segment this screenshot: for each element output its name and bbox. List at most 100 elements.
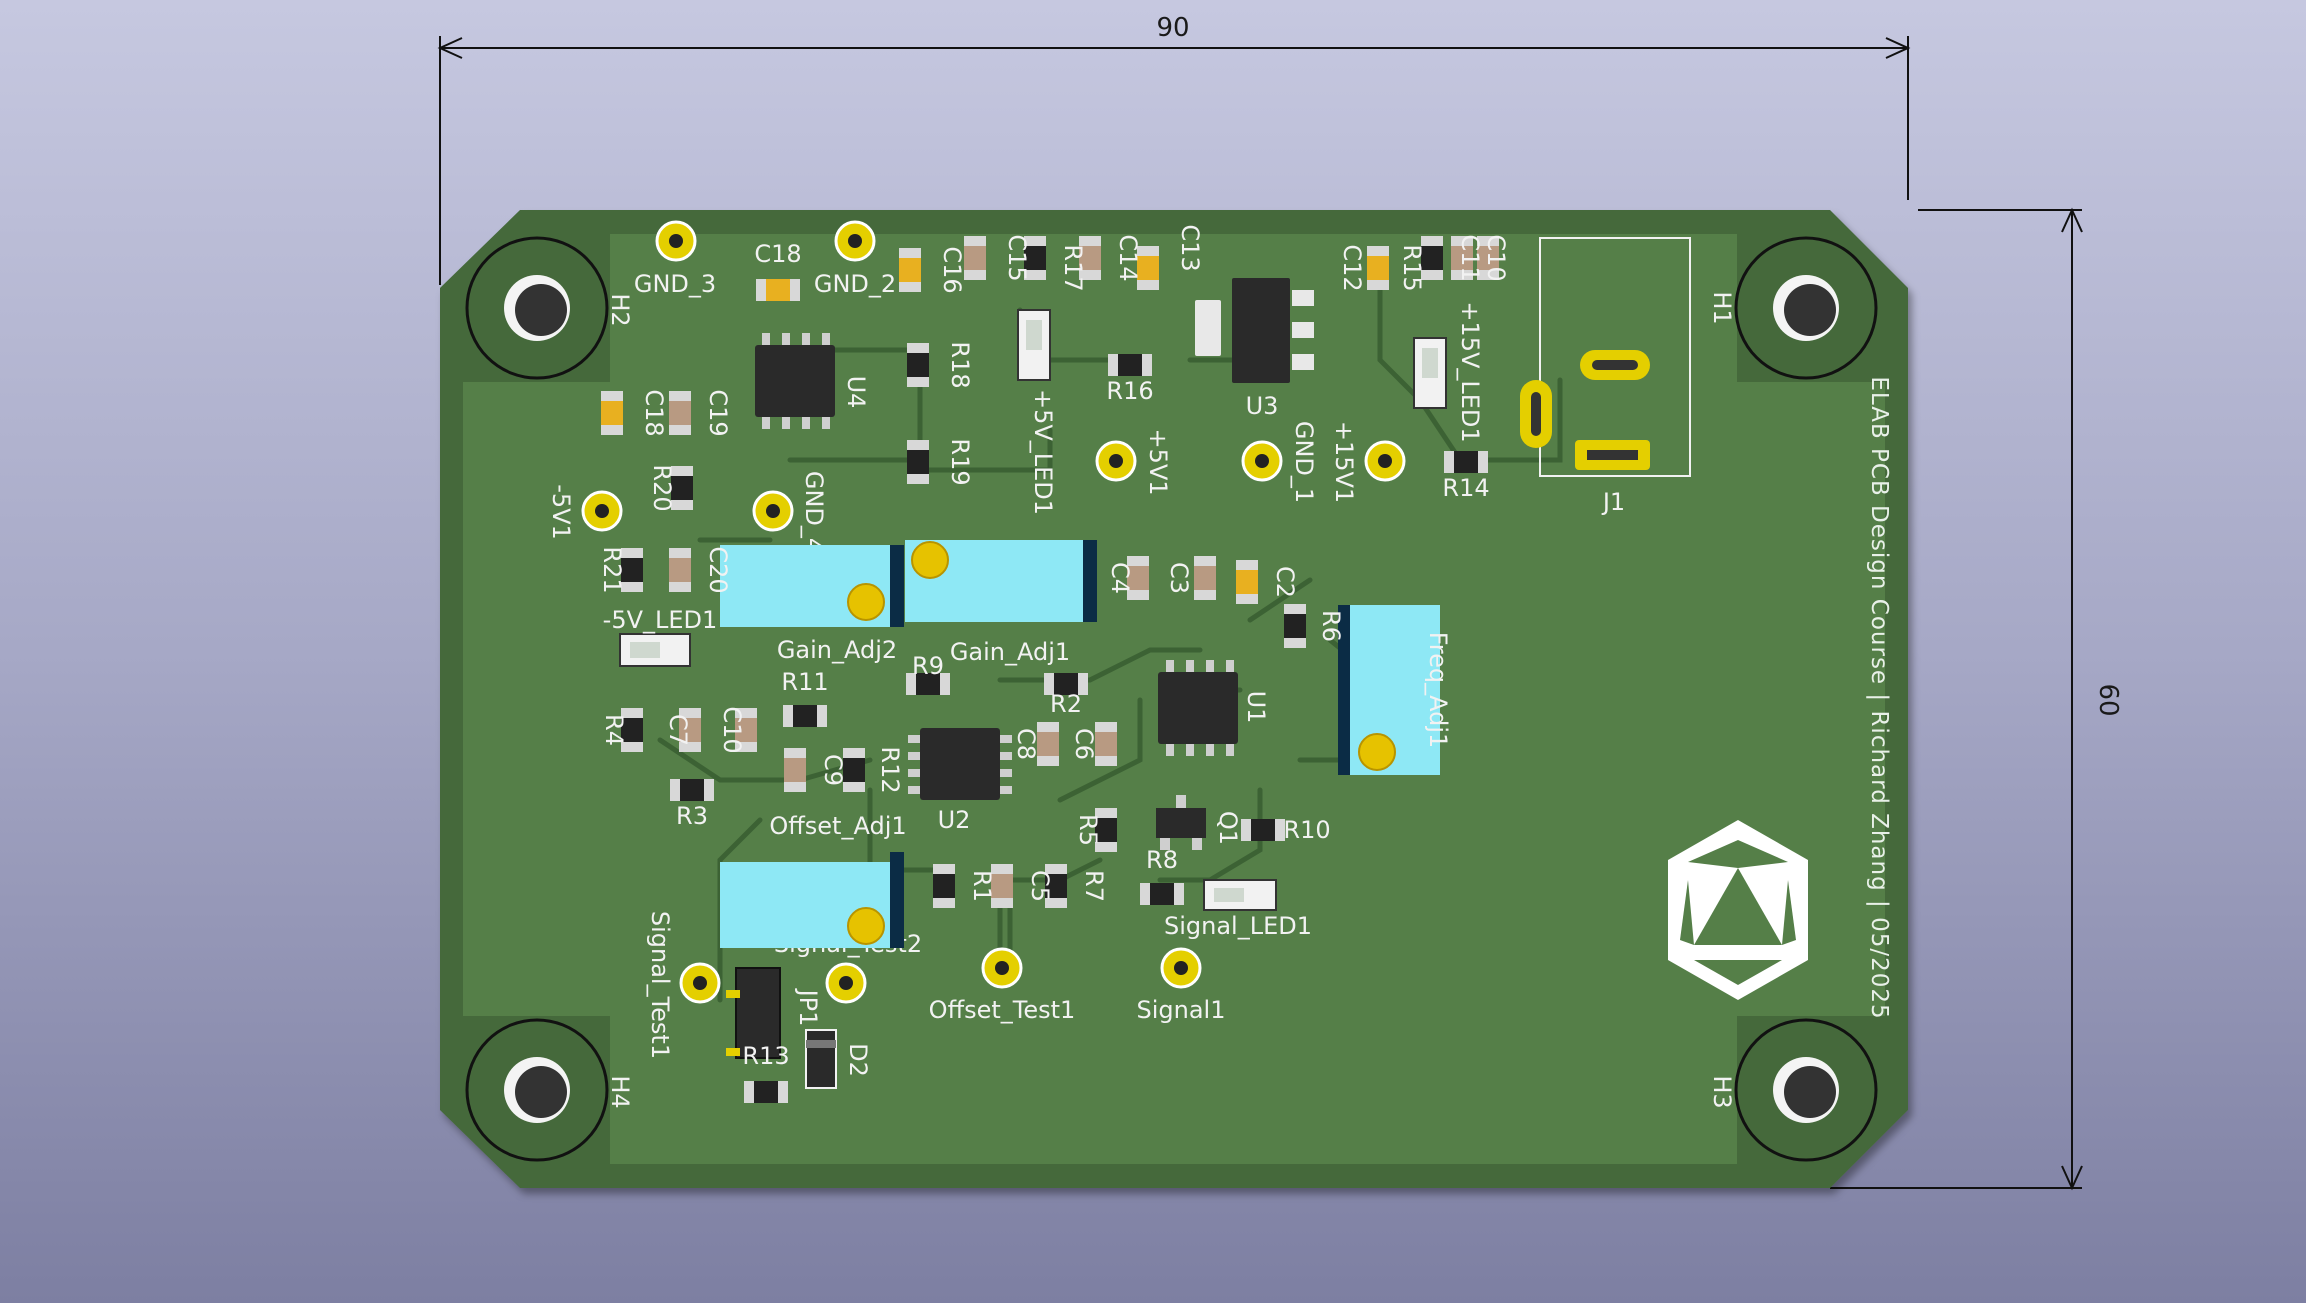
label-GND_3: GND_3	[634, 270, 716, 298]
label-C19: C19	[704, 389, 732, 436]
label-C5: C5	[1026, 870, 1054, 902]
resistor-R16	[1108, 354, 1152, 376]
resistor-R3	[670, 779, 714, 801]
resistor-R14	[1444, 451, 1488, 473]
dimension-vertical	[1830, 207, 2083, 1191]
capacitor-C14	[1079, 236, 1101, 280]
capacitor-C18	[601, 391, 623, 435]
ic-U3	[1195, 278, 1314, 383]
label-R18: R18	[946, 341, 974, 388]
ic-U4	[755, 333, 835, 429]
label-C3: C3	[1165, 562, 1193, 594]
label-Offset_Test1: Offset_Test1	[929, 996, 1076, 1024]
label-H1: H1	[1708, 291, 1736, 324]
mounting-hole-H1	[1734, 236, 1878, 380]
label-C16: C16	[938, 246, 966, 293]
diode-D2	[805, 1029, 837, 1089]
label-C6: C6	[1070, 728, 1098, 760]
capacitor-C12	[1367, 246, 1389, 290]
resistor-R10	[1241, 819, 1285, 841]
label-15V_LED1: +15V_LED1	[1456, 301, 1484, 442]
label-Signal_Test1: Signal_Test1	[646, 911, 674, 1059]
mounting-hole-H4	[465, 1018, 609, 1162]
label-5V1-neg: -5V1	[547, 484, 575, 540]
capacitor-C20	[669, 548, 691, 592]
label-C11: C11	[1456, 234, 1484, 281]
capacitor-C16	[899, 248, 921, 292]
resistor-R4	[621, 708, 643, 752]
trimpot-Gain_Adj1[interactable]	[905, 540, 1097, 622]
trimpot-Freq_Adj1[interactable]	[1338, 605, 1440, 775]
label-JP1: JP1	[794, 988, 822, 1027]
label-R4: R4	[600, 714, 628, 746]
mounting-hole-H3	[1734, 1018, 1878, 1162]
label-R11: R11	[781, 668, 828, 696]
capacitor-C13	[1137, 246, 1159, 290]
label-D2: D2	[844, 1043, 872, 1077]
label-H2: H2	[606, 293, 634, 326]
label-GND_2: GND_2	[814, 270, 896, 298]
label-R13: R13	[742, 1042, 789, 1070]
resistor-R8	[1140, 883, 1184, 905]
resistor-R19	[907, 440, 929, 484]
led-5V-neg	[619, 633, 691, 667]
led-15V	[1413, 337, 1447, 409]
label-Signal_LED1: Signal_LED1	[1164, 912, 1312, 940]
label-R8: R8	[1146, 846, 1178, 874]
label-C8: C8	[1012, 728, 1040, 760]
ic-U1	[1158, 660, 1238, 756]
label-R2: R2	[1050, 690, 1082, 718]
transistor-Q1	[1156, 795, 1206, 850]
label-GND_4: GND_4	[800, 471, 828, 553]
label-C10: C10	[718, 706, 746, 753]
resistor-R20	[671, 466, 693, 510]
label-Gain_Adj2: Gain_Adj2	[777, 636, 897, 664]
trimpot-Offset_Adj1[interactable]	[720, 852, 904, 948]
capacitor-C15	[964, 236, 986, 280]
capacitor-C4	[1127, 556, 1149, 600]
resistor-R15	[1421, 236, 1443, 280]
label-C10: C10	[1482, 234, 1510, 281]
label-5V1-pos: +5V1	[1144, 428, 1172, 495]
label-R19: R19	[946, 438, 974, 485]
led-5V	[1017, 309, 1051, 381]
label-R1: R1	[968, 870, 996, 902]
label-R3: R3	[676, 802, 708, 830]
resistor-R13	[744, 1081, 788, 1103]
label-C20: C20	[704, 546, 732, 593]
label-R14: R14	[1442, 474, 1489, 502]
smd-components	[601, 236, 1499, 1103]
led-signal	[1203, 879, 1277, 911]
label-R20: R20	[648, 464, 676, 511]
test-point-holes	[595, 234, 1392, 990]
dimension-horizontal	[437, 36, 1911, 285]
capacitor-C8	[1037, 722, 1059, 766]
label-C4: C4	[1106, 562, 1134, 594]
label-C13: C13	[1176, 224, 1204, 271]
capacitor-C6	[1095, 722, 1117, 766]
label-C12: C12	[1338, 244, 1366, 291]
label-R16: R16	[1106, 377, 1153, 405]
label-Signal1: Signal1	[1137, 996, 1226, 1024]
label-C9: C9	[819, 754, 847, 786]
resistor-R12	[843, 748, 865, 792]
capacitor-C19	[669, 391, 691, 435]
label-U4: U4	[842, 376, 870, 409]
capacitor-C18	[756, 279, 800, 301]
resistor-R5	[1095, 808, 1117, 852]
trimpot-Gain_Adj2[interactable]	[720, 545, 904, 627]
capacitor-C10	[1477, 236, 1499, 280]
capacitor-C2	[1236, 560, 1258, 604]
resistor-R9	[906, 673, 950, 695]
label-C18: C18	[640, 389, 668, 436]
resistor-R1	[933, 864, 955, 908]
label-U2: U2	[938, 806, 971, 834]
resistor-R21	[621, 548, 643, 592]
capacitor-C10	[735, 708, 757, 752]
label-15V1: +15V1	[1330, 421, 1358, 503]
mounting-hole-H2	[465, 236, 609, 380]
capacitor-C3	[1194, 556, 1216, 600]
board-credit-text: ELAB PCB Design Course | Richard Zhang |…	[1866, 376, 1892, 1019]
resistor-R2	[1044, 673, 1088, 695]
